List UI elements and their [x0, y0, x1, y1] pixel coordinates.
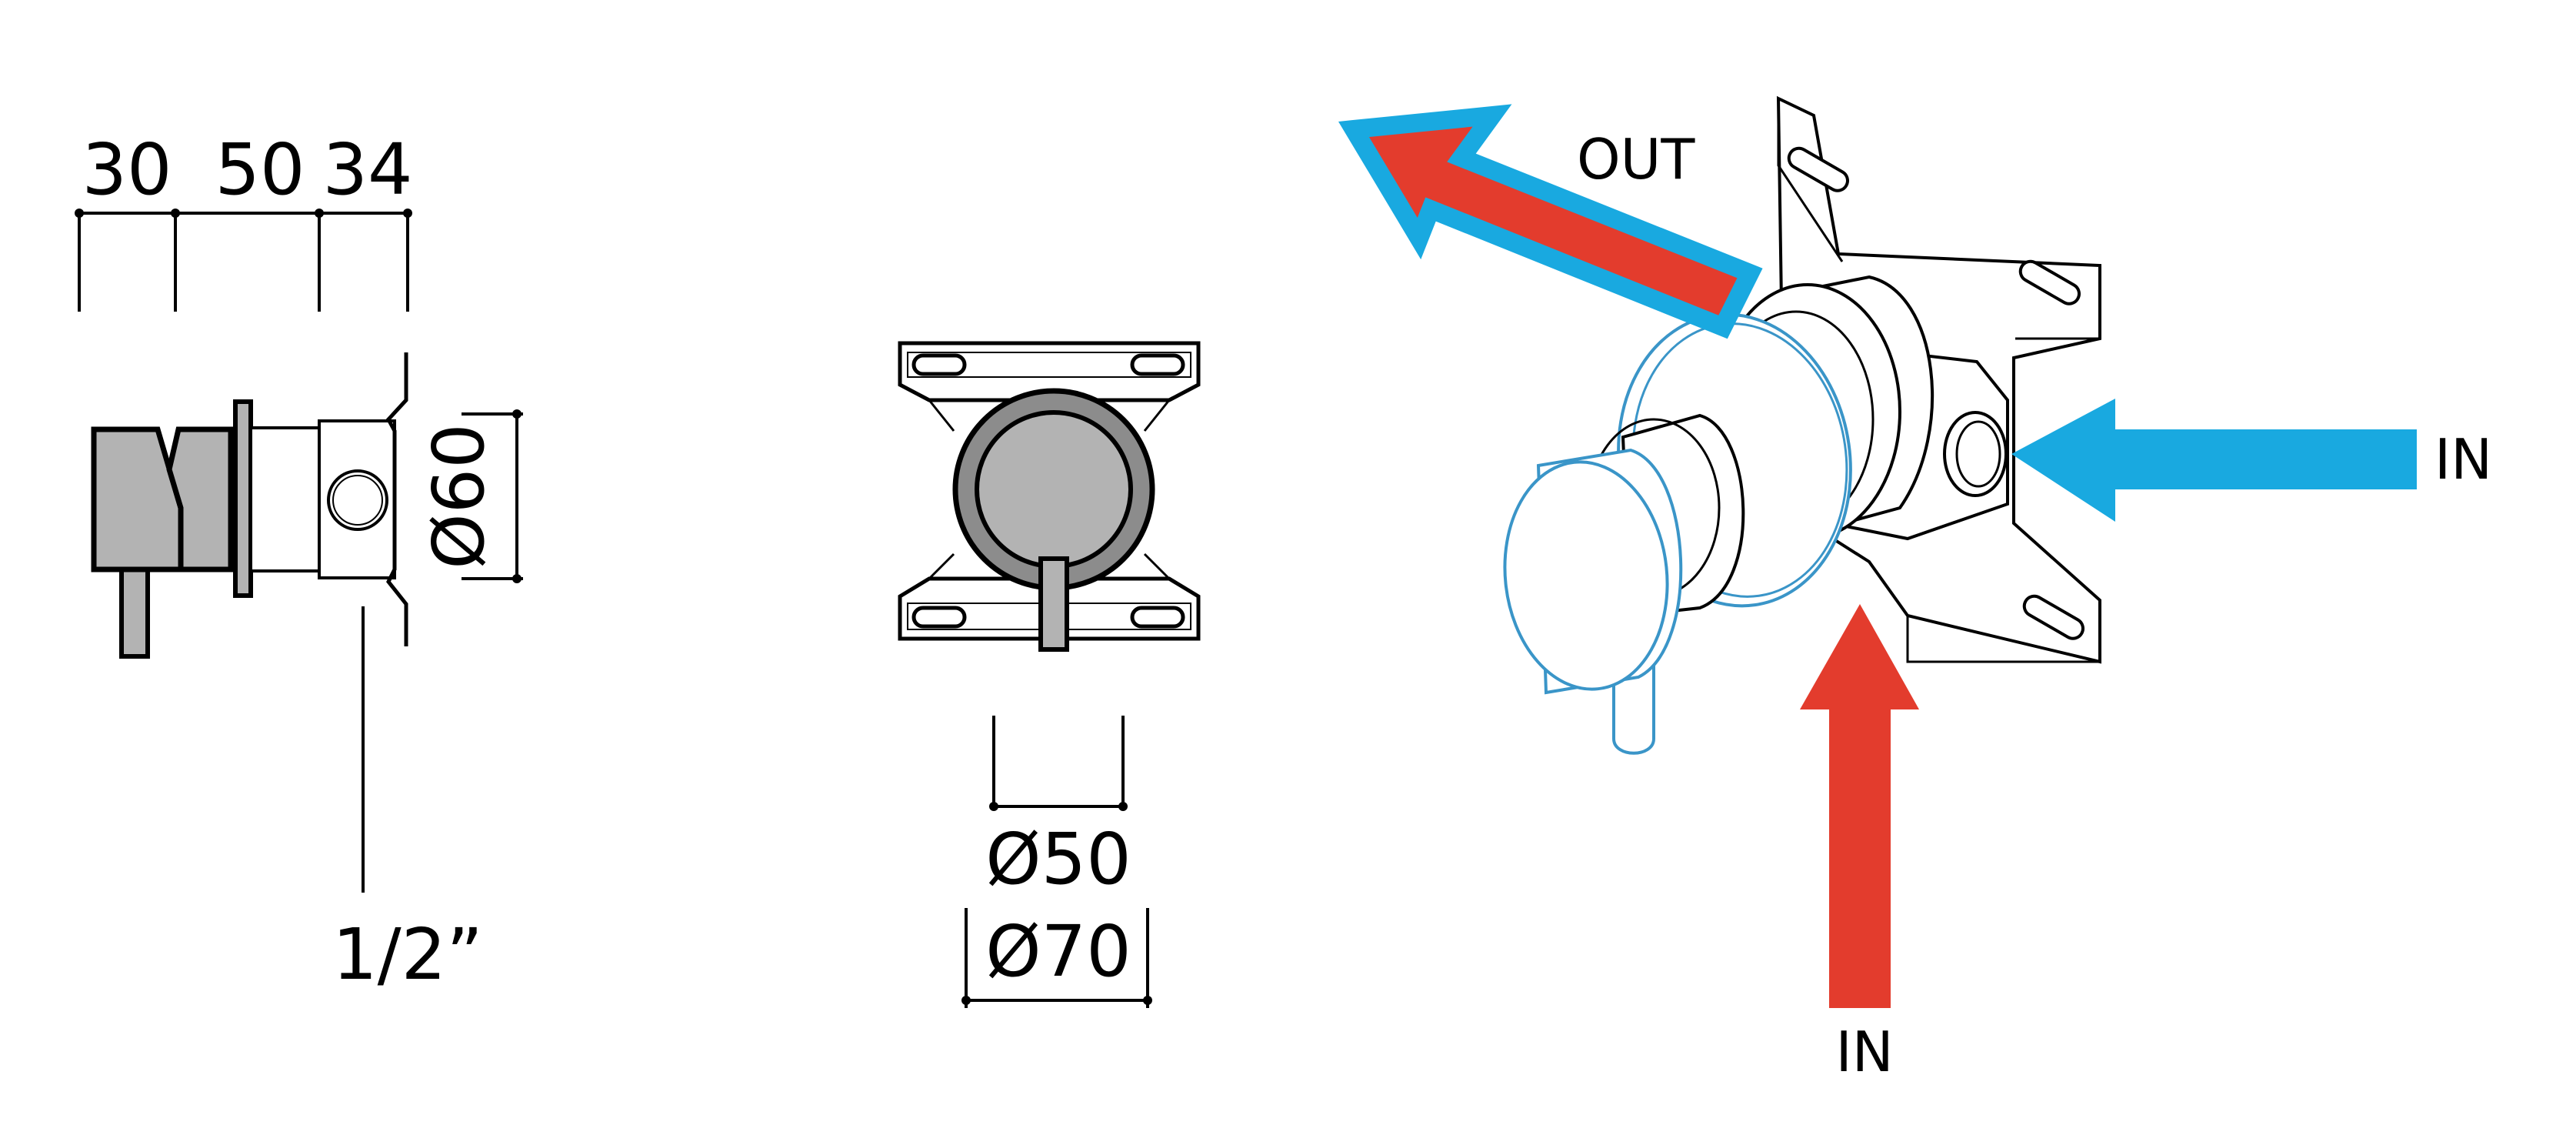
in-arrow-side	[2011, 399, 2417, 522]
dim-34-label: 34	[322, 129, 412, 211]
thread-label: 1/2”	[332, 913, 483, 996]
valve-body	[249, 426, 322, 573]
in-bottom-label: IN	[1835, 1020, 1893, 1084]
bracket-slot	[1130, 353, 1185, 376]
inlet-port	[327, 469, 388, 531]
out-label: OUT	[1577, 127, 1695, 192]
lever	[1038, 556, 1069, 652]
isometric-view: OUT IN IN	[1338, 95, 2492, 1084]
handle-body-rear	[166, 426, 234, 573]
bracket-slot	[911, 353, 967, 376]
dim-diameter-70-label: Ø70	[985, 910, 1131, 993]
side-view: 30 50 34	[75, 129, 523, 996]
top-dimension-line	[78, 212, 409, 312]
diameter-70-dimension	[965, 908, 1149, 1008]
bracket-slot	[911, 606, 967, 629]
dim-diameter-50-label: Ø50	[985, 818, 1131, 900]
handle-body	[91, 426, 184, 573]
iso-bracket-slot	[2018, 259, 2081, 305]
iso-bracket-slot	[1787, 146, 1849, 192]
wall-bracket	[385, 352, 408, 646]
iso-lever	[1612, 662, 1655, 755]
front-view: Ø50 Ø70	[898, 341, 1201, 1008]
dim-diameter-60-label: Ø60	[418, 423, 500, 569]
lever-stem	[119, 563, 150, 659]
dim-30-label: 30	[82, 129, 172, 211]
bracket-slot	[1130, 606, 1185, 629]
diameter-50-dimension	[992, 716, 1125, 808]
in-arrow-bottom	[1800, 604, 1919, 1008]
handle-disc	[975, 410, 1133, 569]
in-side-label: IN	[2434, 427, 2492, 492]
cover-plate	[233, 399, 253, 598]
dim-50-label: 50	[215, 129, 305, 211]
iso-handle-face	[1503, 460, 1669, 691]
iso-inlet-port	[1943, 411, 2008, 497]
top-dimension-ticks	[75, 209, 412, 218]
out-arrow	[1338, 104, 1763, 339]
iso-bracket-slot	[2022, 594, 2084, 640]
